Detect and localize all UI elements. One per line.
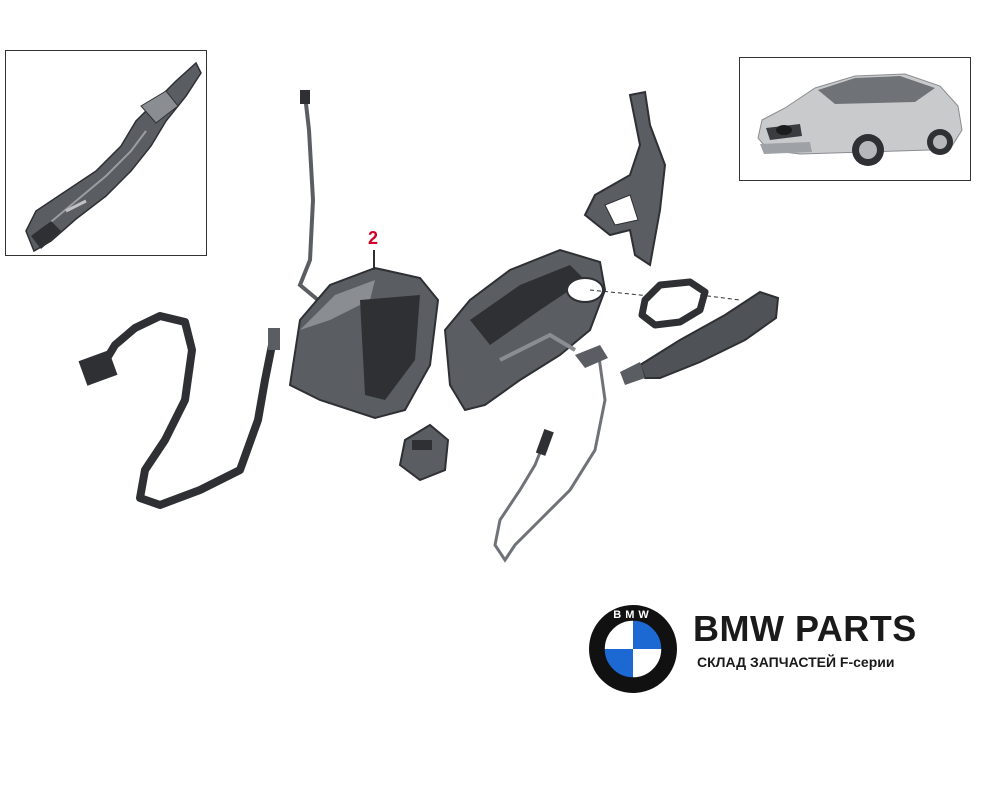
inset-car	[739, 57, 971, 181]
brand-title: BMW PARTS	[693, 608, 917, 649]
handle-carrier-bracket	[443, 248, 607, 412]
bmw-logo-icon: BMW	[589, 605, 677, 693]
handle-gasket	[638, 278, 709, 329]
logo-letters: BMW	[613, 609, 653, 621]
inset-door-frame	[5, 50, 207, 256]
upper-bracket	[583, 90, 667, 267]
lock-rod	[297, 90, 320, 302]
wiring-harness	[78, 312, 280, 509]
latch-clip	[398, 423, 450, 482]
bowden-cable	[493, 345, 608, 563]
car-icon	[757, 73, 963, 166]
brand-subtitle: СКЛАД ЗАПЧАСТЕЙ F-серии	[697, 654, 895, 670]
door-frame-detail-icon	[25, 61, 202, 253]
outer-door-handle	[620, 290, 780, 385]
callout-number: 2	[368, 228, 379, 248]
door-lock-actuator	[288, 250, 440, 420]
assembly-lines	[589, 289, 741, 301]
